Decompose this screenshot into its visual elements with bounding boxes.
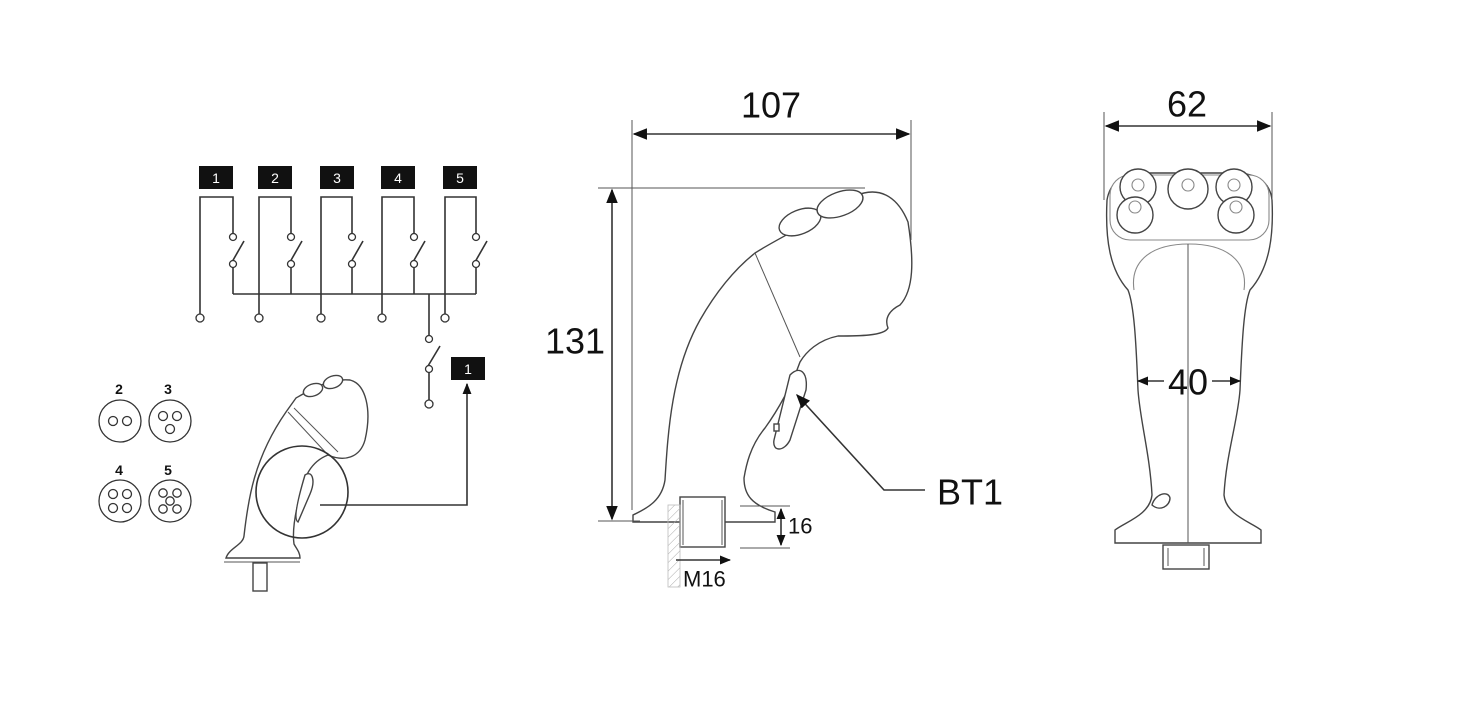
connector-3-pin: 3 xyxy=(148,381,192,443)
side-height-dimension: 131 xyxy=(545,321,605,362)
grip-width-dimension: 40 xyxy=(1168,362,1208,403)
trigger-detail-circle xyxy=(255,445,349,539)
connector-5-pin: 5 xyxy=(148,462,192,523)
connector-label-3: 3 xyxy=(164,381,172,397)
thread-height-dimension: 16 xyxy=(788,514,812,539)
side-thread-hatch xyxy=(667,504,681,588)
switch-box-1: 1 xyxy=(199,166,233,189)
connector-label-2: 2 xyxy=(115,381,123,397)
trigger-pointer-arrow xyxy=(320,382,472,506)
front-button-bottom-left xyxy=(1116,196,1154,234)
connector-pin-diagrams: 2 3 4 5 xyxy=(98,381,192,523)
switch-circuit-4 xyxy=(377,196,426,323)
connector-label-4: 4 xyxy=(115,462,123,478)
side-view: 107 131 16 M16 BT1 xyxy=(545,85,1003,592)
switch-box-3: 3 xyxy=(320,166,354,189)
switch-circuit-1 xyxy=(195,196,245,323)
switch-label-1: 1 xyxy=(212,170,220,186)
switch-label-2: 2 xyxy=(271,170,279,186)
trigger-switch-label: 1 xyxy=(464,361,472,377)
connector-4-pin: 4 xyxy=(98,462,142,523)
switch-box-4: 4 xyxy=(381,166,415,189)
trigger-callout-label: BT1 xyxy=(937,472,1003,513)
connector-2-pin: 2 xyxy=(98,381,142,443)
switch-box-2: 2 xyxy=(258,166,292,189)
switch-box-5: 5 xyxy=(443,166,477,189)
side-grip-outline xyxy=(632,191,913,523)
switch-circuit-3 xyxy=(316,196,364,323)
switch-circuit-2 xyxy=(254,196,303,323)
side-thread-stud xyxy=(679,496,726,548)
switch-label-4: 4 xyxy=(394,170,402,186)
switch-label-5: 5 xyxy=(456,170,464,186)
joystick-sketch-small xyxy=(224,374,369,592)
switch-circuit-5 xyxy=(440,196,488,323)
side-trigger xyxy=(773,369,807,450)
switch-schematic: 1 2 3 4 5 xyxy=(195,166,488,506)
front-width-dimension: 62 xyxy=(1167,84,1207,125)
side-width-dimension: 107 xyxy=(741,85,801,126)
connector-label-5: 5 xyxy=(164,462,172,478)
switch-label-3: 3 xyxy=(333,170,341,186)
front-thread-stud xyxy=(1162,544,1210,570)
front-button-top-center xyxy=(1167,168,1209,210)
front-view: 62 40 xyxy=(1103,84,1274,570)
trigger-switch-circuit: 1 xyxy=(424,294,485,409)
side-button-front xyxy=(816,189,864,219)
front-button-top-left xyxy=(1119,168,1157,206)
thread-size-label: M16 xyxy=(683,567,726,592)
front-button-bottom-right xyxy=(1217,196,1255,234)
